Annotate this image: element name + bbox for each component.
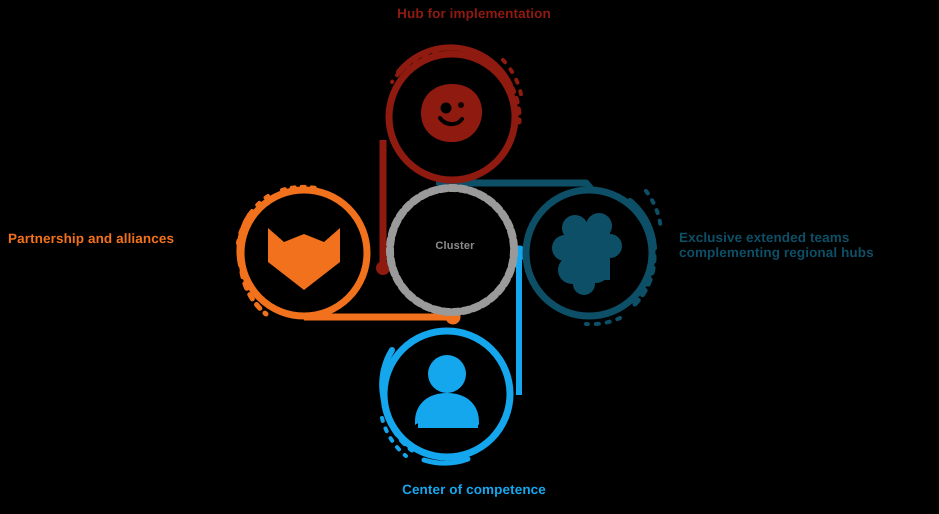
- node-center-cluster[interactable]: [386, 184, 518, 316]
- handshake-icon: [268, 228, 340, 290]
- connector-hub-for-implementation: [376, 140, 390, 275]
- label-partnership-and-alliances: Partnership and alliances: [8, 231, 175, 246]
- network-cluster-icon: [552, 213, 622, 295]
- node-partnership-and-alliances[interactable]: [236, 184, 371, 320]
- center-cluster-label: Cluster: [435, 240, 475, 252]
- node-exclusive-extended-teams[interactable]: [522, 186, 663, 327]
- label-hub-for-implementation: Hub for implementation: [397, 6, 551, 21]
- node-hub-for-implementation[interactable]: [385, 44, 524, 184]
- document-stack-icon: [421, 84, 483, 143]
- label-exclusive-extended-teams: Exclusive extended teams complementing r…: [679, 230, 874, 260]
- label-center-of-competence: Center of competence: [402, 482, 546, 497]
- node-center-of-competence[interactable]: [379, 327, 514, 466]
- person-icon: [415, 355, 479, 428]
